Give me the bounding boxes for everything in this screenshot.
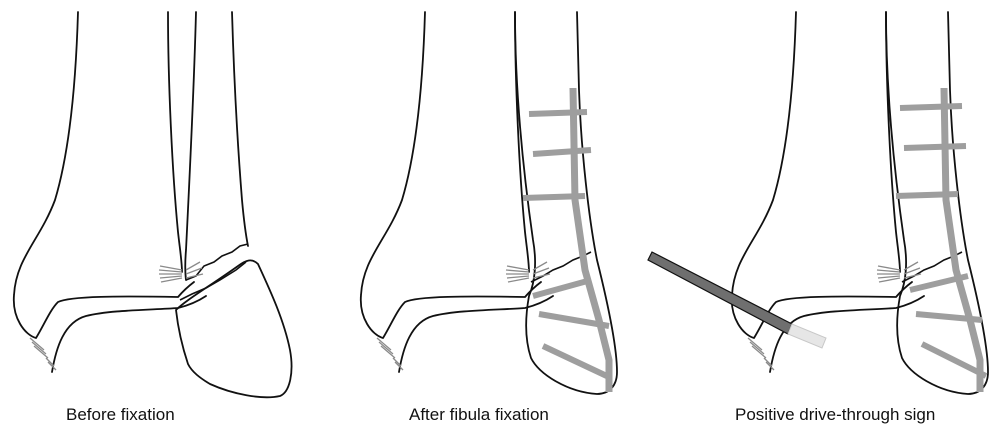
panel-after-fibula-fixation <box>361 12 617 394</box>
plate-screw <box>896 194 958 196</box>
deltoid-ligament <box>30 338 56 370</box>
deltoid-ligament <box>377 338 403 370</box>
tibia-outline <box>361 12 541 338</box>
plate-screw <box>904 146 966 148</box>
instrument-shaft <box>648 252 792 334</box>
panel-before-fixation <box>14 12 292 397</box>
plate-screw <box>543 346 611 378</box>
panel-label-before-fixation: Before fixation <box>66 403 175 427</box>
fibula-distal-displaced <box>176 260 292 397</box>
plate-screw <box>533 150 591 154</box>
talus-dome <box>399 296 553 372</box>
fibula-plate <box>573 88 609 392</box>
tibia-lateral-border <box>168 12 182 272</box>
instrument-tip <box>788 324 826 348</box>
fibula-plate <box>944 88 980 392</box>
tibia-outline <box>14 12 194 338</box>
talus-dome <box>52 296 206 372</box>
panel-positive-drive-through-sign <box>732 12 988 394</box>
fibula-proximal <box>185 12 248 280</box>
panel-label-positive-drive-through-sign: Positive drive-through sign <box>735 403 935 427</box>
tibia-outline <box>732 12 912 338</box>
plate-screw <box>900 106 962 108</box>
plate-screw <box>529 112 587 114</box>
plate-screw <box>523 196 585 198</box>
drive-through-instrument <box>648 252 826 348</box>
panel-label-after-fibula-fixation: After fibula fixation <box>409 403 549 427</box>
deltoid-ligament <box>748 338 774 370</box>
